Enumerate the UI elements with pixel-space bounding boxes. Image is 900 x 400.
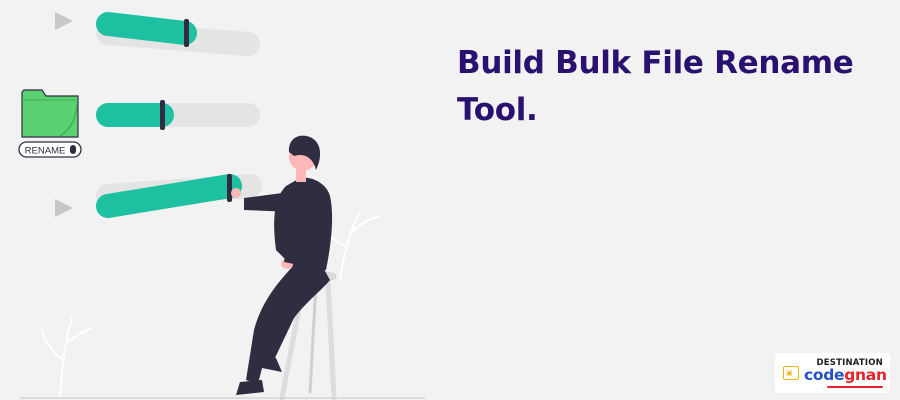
- slider-2[interactable]: [96, 100, 260, 130]
- logo-destination-text: DESTINATION: [816, 358, 883, 368]
- illustration: RENAME: [18, 12, 425, 400]
- page-title: Build Bulk File Rename Tool.: [457, 45, 854, 128]
- slider-1[interactable]: [96, 12, 260, 56]
- logo-word-part1: code: [804, 366, 845, 384]
- background-plant-icon: [41, 211, 381, 399]
- logo-wordmark: codegnan: [804, 366, 887, 384]
- play-icon: [55, 199, 73, 217]
- slider-handle[interactable]: [184, 19, 189, 47]
- brand-logo[interactable]: ▣ DESTINATION codegnan: [775, 353, 890, 393]
- person-figure: [231, 135, 333, 395]
- play-icon: [55, 12, 73, 30]
- logo-word-part2: gnan: [844, 366, 887, 384]
- rename-label-text: RENAME: [25, 146, 66, 157]
- rename-label: RENAME: [18, 141, 82, 158]
- slider-3[interactable]: [96, 174, 262, 218]
- certificate-icon: ▣: [783, 366, 799, 380]
- folder-icon: [21, 89, 79, 138]
- logo-underline: [827, 386, 883, 388]
- slider-handle[interactable]: [227, 174, 232, 202]
- slider-handle[interactable]: [160, 100, 165, 130]
